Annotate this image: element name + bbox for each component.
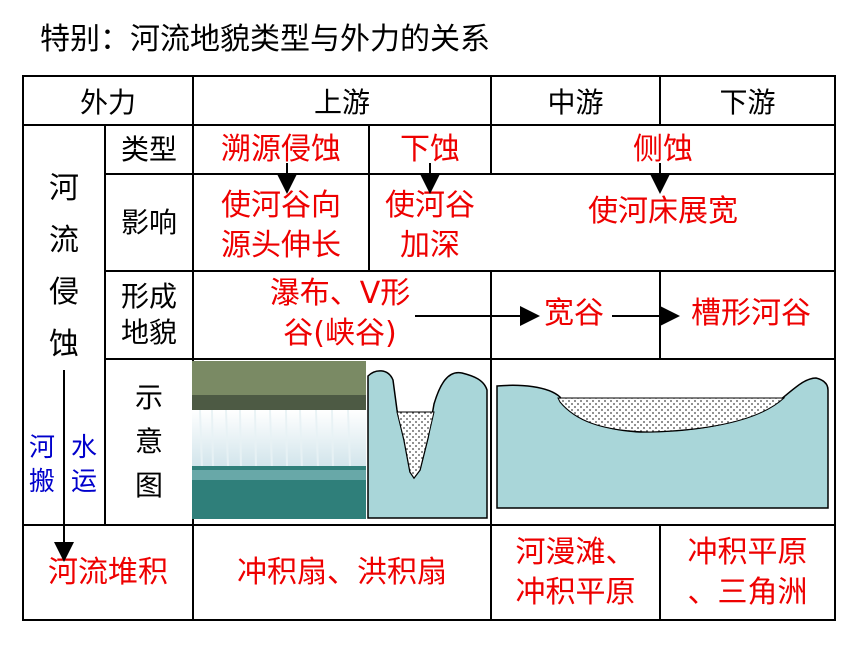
side-river-erosion: 河 流 侵 蚀 [49, 171, 79, 362]
table-rule [659, 524, 661, 621]
table-rule [659, 75, 661, 125]
row-label-diagram: 示 意 图 [134, 381, 163, 502]
table-border-bottom [22, 619, 836, 621]
waterfall-photo [192, 361, 366, 519]
row-label-type: 类型 [120, 132, 177, 166]
v-valley-diagram [367, 370, 488, 519]
effect-widen-riverbed: 使河床展宽 [588, 194, 738, 229]
header-upper-reach: 上游 [313, 85, 370, 119]
table-rule [22, 524, 836, 526]
table-rule [22, 124, 836, 126]
landform-trough-valley: 槽形河谷 [691, 296, 811, 331]
table-rule [104, 358, 836, 360]
type-downcutting: 下蚀 [400, 131, 460, 167]
table-rule [104, 173, 836, 175]
deposit-alluvial-fan: 冲积扇、洪积扇 [237, 554, 447, 590]
table-rule [104, 124, 106, 524]
table-rule [104, 270, 836, 272]
landform-waterfall-v-valley: 瀑布、V形 谷(峡谷) [269, 276, 411, 351]
table-rule [368, 124, 370, 271]
header-middle-reach: 中游 [547, 85, 604, 119]
header-lower-reach: 下游 [719, 85, 776, 119]
row-label-effect: 影响 [120, 205, 177, 239]
side-river-transport-left: 河 搬 [28, 433, 55, 497]
type-lateral-erosion: 侧蚀 [633, 131, 693, 167]
side-river-transport-right: 水 运 [70, 433, 97, 497]
table-rule [490, 270, 492, 621]
page-title: 特别：河流地貌类型与外力的关系 [40, 22, 490, 57]
row-label-landform: 形成 地貌 [120, 280, 177, 349]
table-rule [490, 75, 492, 174]
table-border-left [22, 75, 24, 621]
table-rule [192, 75, 194, 621]
trough-valley-diagram [496, 377, 829, 509]
deposit-delta: 冲积平原 、三角洲 [687, 534, 808, 610]
effect-lengthen-valley: 使河谷向 源头伸长 [221, 188, 341, 263]
landform-wide-valley: 宽谷 [544, 296, 604, 331]
type-headward-erosion: 溯源侵蚀 [221, 131, 341, 167]
table-border-right [834, 75, 836, 621]
header-external-force: 外力 [79, 85, 136, 119]
deposit-floodplain: 河漫滩、 冲积平原 [515, 534, 636, 610]
table-border-top [22, 75, 836, 77]
